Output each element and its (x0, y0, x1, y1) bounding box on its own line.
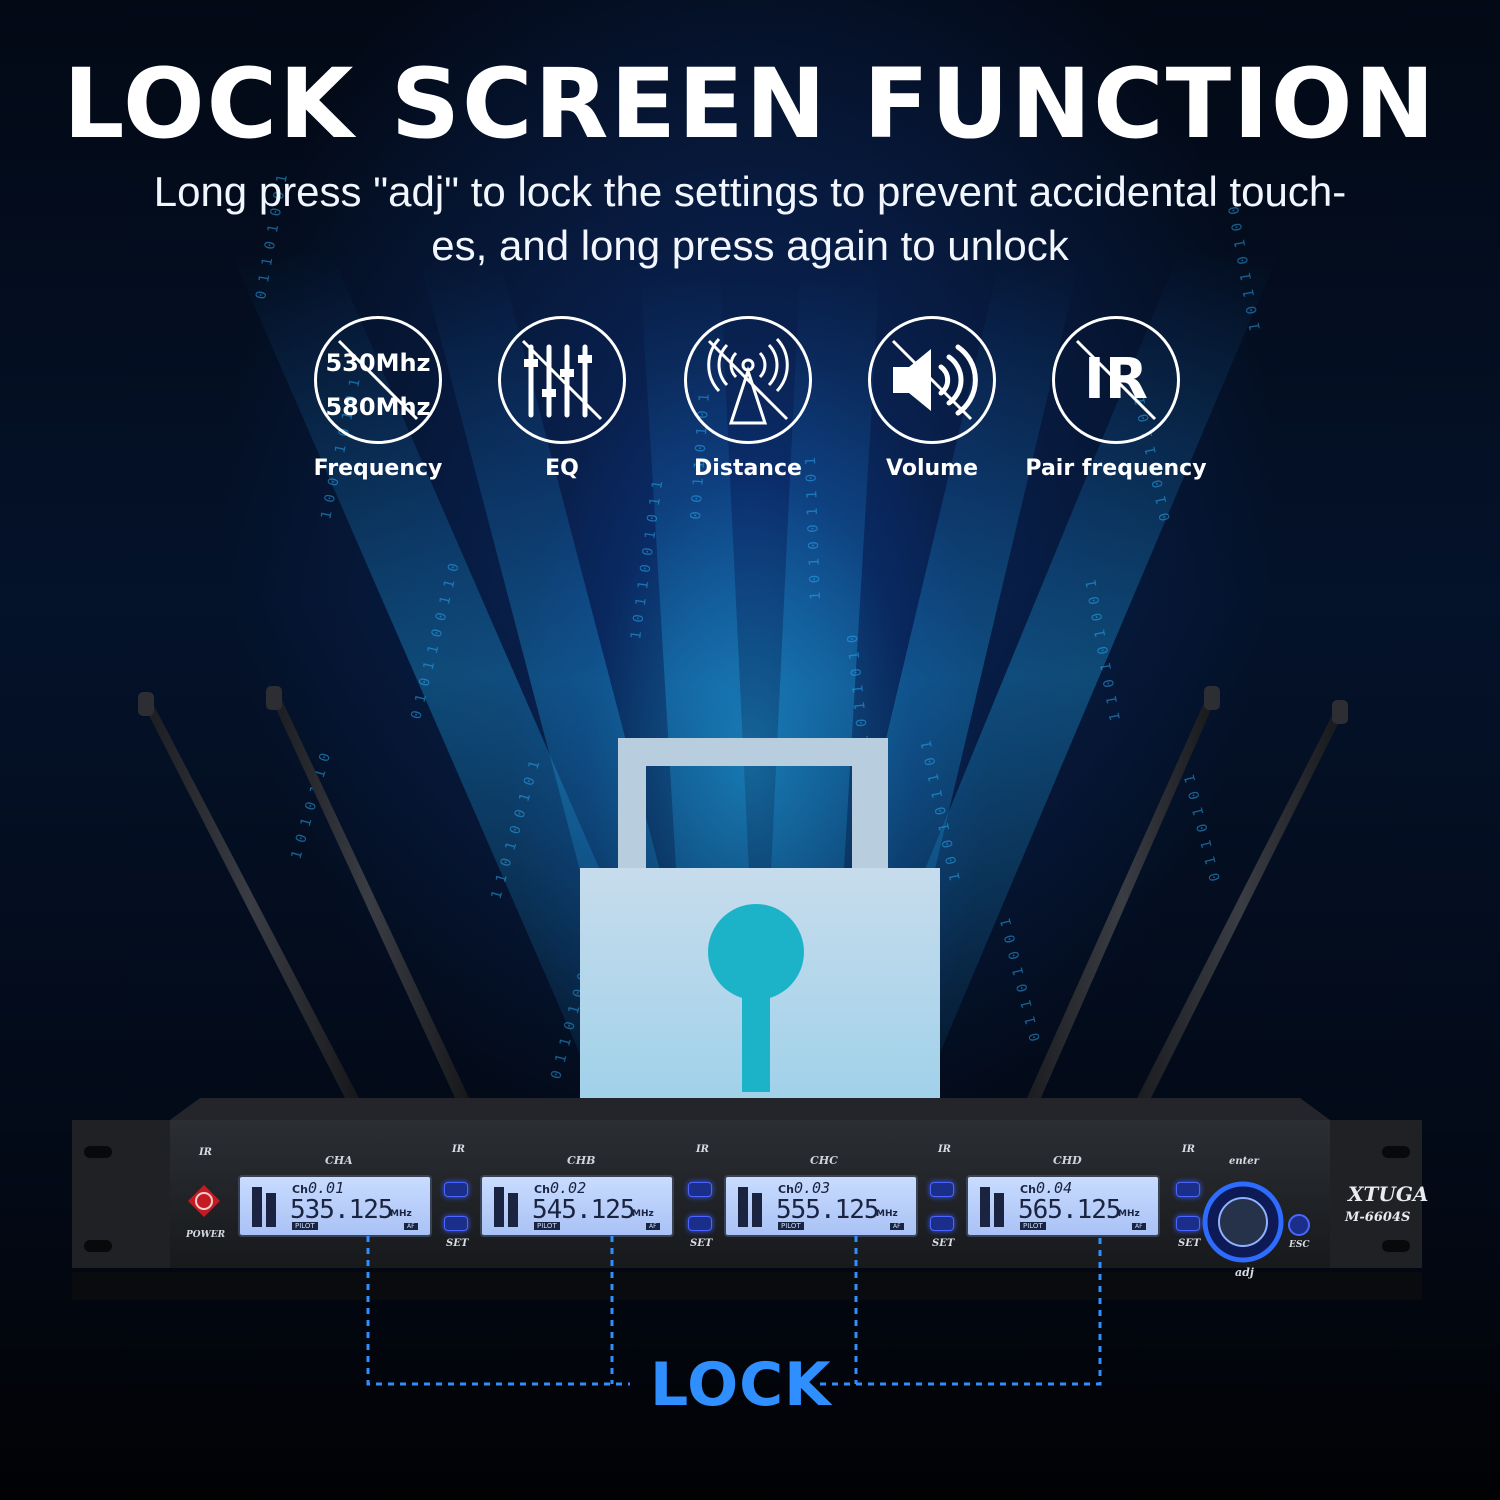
antennas (138, 686, 1348, 1100)
brand-logo: XTUGA (1348, 1182, 1429, 1206)
frequency-crossed-icon: 530Mhz 580Mhz (314, 316, 442, 444)
eq-sliders-crossed-icon (498, 316, 626, 444)
ir-button-chc[interactable] (930, 1182, 954, 1197)
lcd-display-cha: Ch 0.01 535.125 MHz PILOT AF (238, 1175, 432, 1237)
lcd-display-chb: Ch 0.02 545.125 MHz PILOT AF (480, 1175, 674, 1237)
subtitle-line-1: Long press "adj" to lock the settings to… (153, 168, 1347, 215)
af-indicator: AF (1132, 1223, 1146, 1230)
unit-label: MHz (876, 1209, 898, 1219)
model-name: M-6604S (1345, 1210, 1411, 1225)
feature-distance: Distance (650, 316, 850, 496)
set-label: SET (1178, 1238, 1201, 1249)
feature-volume: Volume (834, 316, 1034, 496)
channel-number: 0.01 (308, 1179, 345, 1197)
subtitle-line-2: es, and long press again to unlock (431, 222, 1069, 269)
signal-bars-icon (252, 1187, 276, 1227)
channel-number: 0.04 (1036, 1179, 1073, 1197)
feature-eq: EQ (464, 316, 664, 496)
af-indicator: AF (404, 1223, 418, 1230)
lcd-display-chc: Ch 0.03 555.125 MHz PILOT AF (724, 1175, 918, 1237)
frequency-readout: 565.125 (1018, 1195, 1122, 1225)
lock-label: LOCK (650, 1350, 832, 1420)
set-label: SET (446, 1238, 469, 1249)
unit-label: MHz (632, 1209, 654, 1219)
set-label: SET (932, 1238, 955, 1249)
ir-label: IR (199, 1147, 212, 1158)
ir-button-chd[interactable] (1176, 1182, 1200, 1197)
svg-text:1 0 1 0 0 1 1 0 1: 1 0 1 0 0 1 1 0 1 (803, 457, 824, 601)
subtitle: Long press "adj" to lock the settings to… (110, 165, 1390, 273)
frequency-readout: 555.125 (776, 1195, 880, 1225)
padlock-icon (580, 738, 940, 1130)
ir-button-chb[interactable] (688, 1182, 712, 1197)
ir-button-cha[interactable] (444, 1182, 468, 1197)
adj-label: adj (1235, 1266, 1254, 1279)
channel-number: 0.02 (550, 1179, 587, 1197)
channel-number: 0.03 (794, 1179, 831, 1197)
frequency-readout: 535.125 (290, 1195, 394, 1225)
feature-label: Volume (886, 456, 978, 481)
set-button-chb[interactable] (688, 1216, 712, 1231)
ch-label: Ch (534, 1183, 550, 1196)
signal-bars-icon (980, 1187, 1004, 1227)
ir-label: IR (938, 1144, 951, 1155)
signal-bars-icon (738, 1187, 762, 1227)
wireless-receiver: IR POWER CHA Ch 0.01 535.125 MHz PILOT A… (0, 680, 1500, 1300)
channel-title: CHC (810, 1154, 838, 1167)
feature-label: EQ (545, 456, 579, 481)
esc-label: ESC (1289, 1240, 1310, 1250)
set-label: SET (690, 1238, 713, 1249)
feature-label: Pair frequency (1025, 456, 1207, 481)
enter-label: enter (1229, 1156, 1259, 1167)
ir-label: IR (1182, 1144, 1195, 1155)
frequency-text-1: 530Mhz (325, 349, 431, 377)
pilot-indicator: PILOT (292, 1222, 318, 1230)
channel-title: CHA (325, 1154, 353, 1167)
pilot-indicator: PILOT (1020, 1222, 1046, 1230)
ch-label: Ch (1020, 1183, 1036, 1196)
feature-label: Distance (694, 456, 802, 481)
unit-label: MHz (390, 1209, 412, 1219)
frequency-readout: 545.125 (532, 1195, 636, 1225)
feature-label: Frequency (313, 456, 443, 481)
af-indicator: AF (646, 1223, 660, 1230)
ch-label: Ch (778, 1183, 794, 1196)
power-label: POWER (186, 1230, 226, 1240)
ir-crossed-icon: IR (1052, 316, 1180, 444)
af-indicator: AF (890, 1223, 904, 1230)
set-button-chc[interactable] (930, 1216, 954, 1231)
channel-title: CHB (567, 1154, 596, 1167)
set-button-chd[interactable] (1176, 1216, 1200, 1231)
set-button-cha[interactable] (444, 1216, 468, 1231)
ir-label: IR (696, 1144, 709, 1155)
signal-bars-icon (494, 1187, 518, 1227)
feature-pair-frequency: IR Pair frequency (1018, 316, 1218, 496)
headline: LOCK SCREEN FUNCTION (63, 48, 1437, 160)
feature-frequency: 530Mhz 580Mhz Frequency (280, 316, 480, 496)
pilot-indicator: PILOT (534, 1222, 560, 1230)
locked-features-row: 530Mhz 580Mhz Frequency (0, 316, 1500, 496)
ir-label: IR (452, 1144, 465, 1155)
antenna-signal-crossed-icon (684, 316, 812, 444)
unit-label: MHz (1118, 1209, 1140, 1219)
lcd-display-chd: Ch 0.04 565.125 MHz PILOT AF (966, 1175, 1160, 1237)
pilot-indicator: PILOT (778, 1222, 804, 1230)
ch-label: Ch (292, 1183, 308, 1196)
speaker-volume-crossed-icon (868, 316, 996, 444)
channel-title: CHD (1053, 1154, 1082, 1167)
